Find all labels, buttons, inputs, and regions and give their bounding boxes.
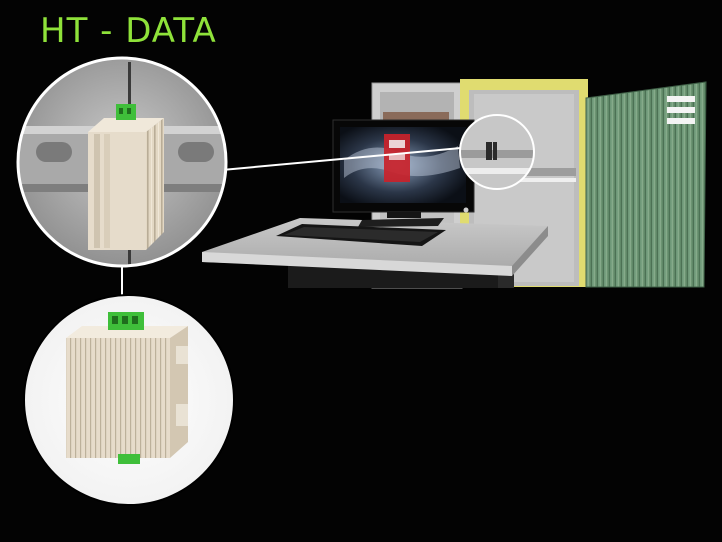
din-rail-module-icon: [66, 312, 188, 464]
zoom-callout: [16, 56, 228, 268]
product-callout: [23, 294, 235, 506]
desk: [202, 218, 548, 288]
din-rail-module-icon: [88, 104, 164, 250]
page-title: HT - DATA: [40, 11, 217, 51]
callout-line: [221, 147, 462, 171]
keyboard-icon: [276, 224, 446, 246]
callout-detail-ring: [459, 114, 535, 190]
desktop-monitor-icon: [332, 119, 475, 227]
